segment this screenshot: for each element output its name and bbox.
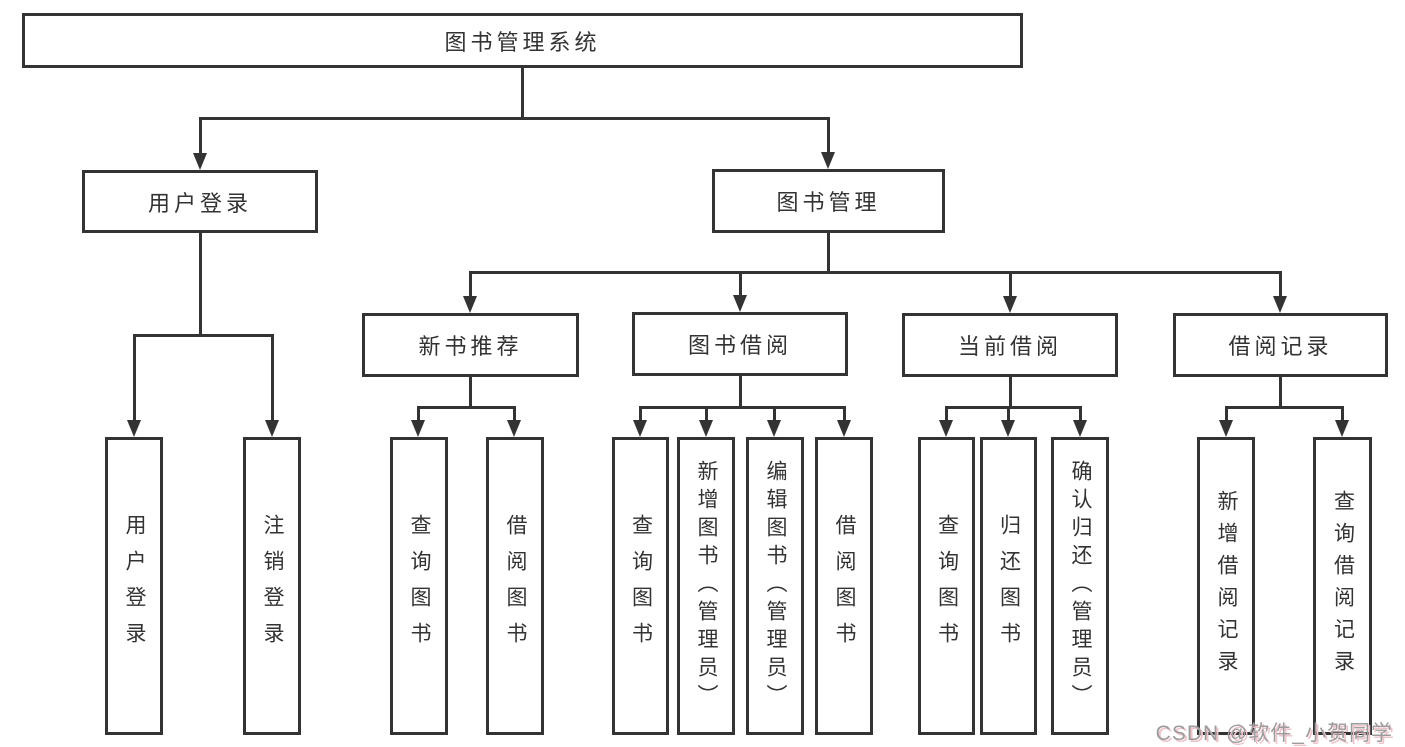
arrow-down-icon <box>192 153 207 170</box>
connector-vline <box>1008 377 1012 409</box>
arrow-down-icon <box>1002 296 1017 313</box>
leaf-query-borrow-record: 查询借阅记录 <box>1313 437 1372 735</box>
node-current-borrow: 当前借阅 <box>902 313 1118 377</box>
connector-vline <box>469 377 472 409</box>
arrow-down-icon <box>1072 420 1087 437</box>
leaf-return-book: 归还图书 <box>980 437 1037 735</box>
connector-arrow-shaft <box>132 335 136 422</box>
connector-arrow-shaft <box>1008 272 1012 298</box>
connector-arrow-shaft <box>773 407 776 422</box>
connector-arrow-shaft <box>417 407 420 422</box>
connector-arrow-shaft <box>639 407 642 422</box>
connector-vline <box>1279 377 1282 409</box>
connector-arrow-shaft <box>198 118 202 155</box>
connector-arrow-shaft <box>827 118 830 154</box>
connector-hline <box>132 333 274 337</box>
arrow-down-icon <box>463 296 477 313</box>
connector-arrow-shaft <box>512 407 516 422</box>
leaf-borrow-books-recommend: 借阅图书 <box>486 437 544 735</box>
connector-vline <box>738 376 742 409</box>
connector-hline <box>417 405 516 409</box>
arrow-down-icon <box>732 295 747 312</box>
connector-arrow-shaft <box>1007 407 1010 422</box>
arrow-down-icon <box>698 420 713 437</box>
connector-arrow-shaft <box>1341 407 1344 422</box>
arrow-down-icon <box>939 420 953 437</box>
leaf-user-login: 用户登录 <box>105 437 163 735</box>
connector-arrow-shaft <box>1279 272 1282 298</box>
connector-hline <box>638 405 846 409</box>
connector-hline <box>945 405 1082 409</box>
arrow-down-icon <box>633 420 647 437</box>
connector-hline <box>1224 405 1344 409</box>
arrow-down-icon <box>1335 420 1349 437</box>
node-book-borrow: 图书借阅 <box>632 312 848 376</box>
leaf-borrow-books: 借阅图书 <box>815 437 873 735</box>
leaf-query-books-borrow: 查询图书 <box>612 437 669 735</box>
node-new-book-recommend: 新书推荐 <box>362 313 579 377</box>
arrow-down-icon <box>411 420 425 437</box>
connector-arrow-shaft <box>738 272 742 297</box>
node-user-login: 用户登录 <box>82 170 318 233</box>
connector-arrow-shaft <box>842 407 846 422</box>
arrow-down-icon <box>821 152 835 169</box>
connector-vline <box>827 233 830 274</box>
leaf-add-borrow-record: 新增借阅记录 <box>1197 437 1255 735</box>
leaf-query-books-current: 查询图书 <box>918 437 975 735</box>
arrow-down-icon <box>1218 420 1233 437</box>
connector-arrow-shaft <box>1224 407 1228 422</box>
arrow-down-icon <box>1001 420 1015 437</box>
watermark: CSDN @软件_小贺同学 <box>1155 722 1393 745</box>
leaf-logout: 注销登录 <box>243 437 301 735</box>
connector-arrow-shaft <box>704 407 708 422</box>
leaf-query-books-recommend: 查询图书 <box>390 437 448 735</box>
connector-arrow-shaft <box>270 335 274 422</box>
connector-arrow-shaft <box>1078 407 1082 422</box>
connector-arrow-shaft <box>469 272 472 298</box>
connector-hline <box>468 270 1282 274</box>
arrow-down-icon <box>264 420 279 437</box>
arrow-down-icon <box>836 420 851 437</box>
leaf-add-book-admin: 新增图书（管理员） <box>677 437 735 735</box>
leaf-edit-book-admin: 编辑图书（管理员） <box>746 437 804 735</box>
arrow-down-icon <box>506 420 521 437</box>
arrow-down-icon <box>1273 296 1287 313</box>
connector-vline <box>198 233 202 337</box>
node-book-management: 图书管理 <box>712 169 945 233</box>
leaf-confirm-return-admin: 确认归还（管理员） <box>1051 437 1109 735</box>
connector-hline <box>198 116 830 120</box>
arrow-down-icon <box>126 420 141 437</box>
connector-vline <box>521 68 524 120</box>
node-library-management-system: 图书管理系统 <box>22 13 1023 68</box>
node-borrow-records: 借阅记录 <box>1173 313 1388 377</box>
arrow-down-icon <box>767 420 781 437</box>
connector-arrow-shaft <box>945 407 948 422</box>
